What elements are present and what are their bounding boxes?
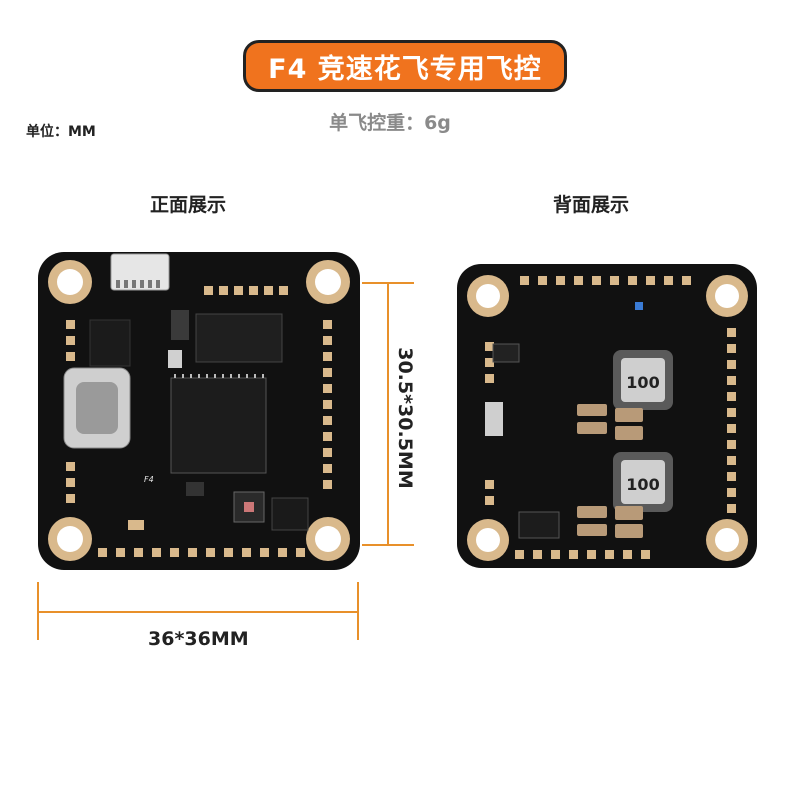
front-right-pads — [323, 320, 332, 489]
front-baro-chip — [233, 491, 265, 523]
height-dimension-label: 30.5*30.5MM — [394, 347, 416, 489]
back-button — [485, 402, 503, 436]
back-right-pads — [727, 328, 736, 513]
unit-label: 单位：MM — [26, 124, 96, 140]
front-bottom-pads — [98, 548, 305, 557]
back-mount-holes — [467, 275, 748, 561]
front-chip-upper — [195, 313, 283, 363]
front-board-svg: F4 — [38, 252, 360, 570]
back-top-pads — [520, 276, 691, 285]
front-chip-lower — [271, 497, 309, 531]
back-regulator — [518, 511, 560, 539]
front-chip-left — [89, 319, 131, 367]
title-banner: F4 竞速花飞专用飞控 — [243, 40, 567, 92]
back-board-image: 100 100 — [455, 262, 760, 572]
front-board-image: F4 — [36, 250, 362, 572]
back-board-svg: 100 100 — [457, 264, 757, 568]
back-left-pads — [485, 342, 494, 505]
back-board-pcb — [457, 264, 757, 568]
front-mount-holes — [48, 260, 350, 561]
inductor-label-1: 100 — [626, 373, 659, 392]
front-model-label: F4 — [144, 475, 154, 484]
inductor-label-2: 100 — [626, 475, 659, 494]
front-left-pads — [66, 320, 75, 503]
front-mcu-chip — [170, 377, 267, 474]
weight-subtitle: 单飞控重：6g — [329, 112, 451, 134]
front-caption: 正面展示 — [150, 194, 227, 216]
width-dimension-label: 36*36MM — [148, 628, 249, 650]
back-caption: 背面展示 — [553, 194, 630, 216]
back-bottom-pads — [515, 550, 650, 559]
front-top-pads — [204, 286, 288, 295]
